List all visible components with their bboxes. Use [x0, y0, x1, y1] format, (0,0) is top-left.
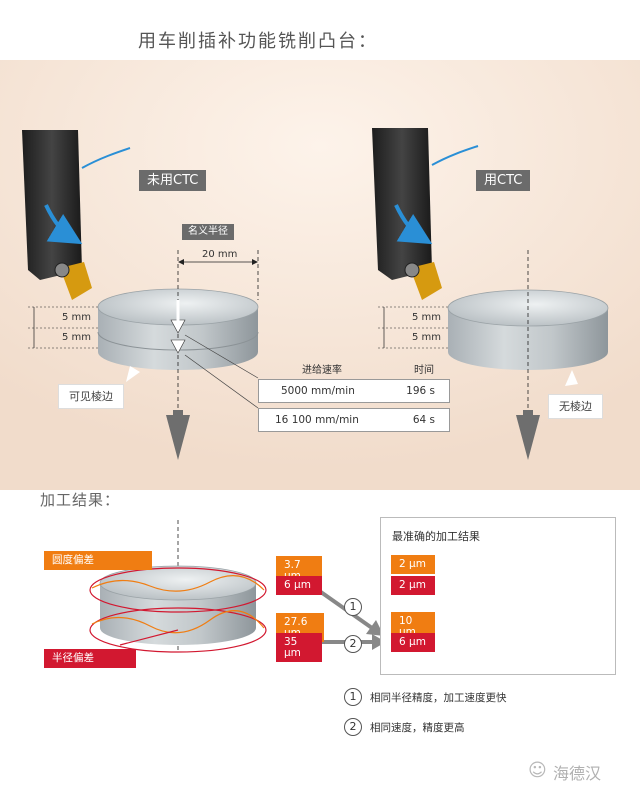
table-row: 5000 mm/min 196 s: [258, 379, 450, 403]
nominal-radius-label: 名义半径: [182, 224, 234, 240]
table-row: 16 100 mm/min 64 s: [258, 408, 450, 432]
right-depth-bottom: 5 mm: [412, 332, 442, 343]
legend-number-2: 2: [344, 718, 362, 736]
feed-rate: 16 100 mm/min: [275, 414, 359, 426]
right-depth-top: 5 mm: [412, 312, 442, 323]
legend-number-1: 1: [344, 688, 362, 706]
label-with-ctc: 用CTC: [476, 170, 531, 191]
right-radius-bottom: 6 μm: [391, 633, 435, 652]
left-radius-top: 6 μm: [276, 576, 322, 595]
roundness-label: 圆度偏差: [44, 551, 152, 570]
radius-value: 20 mm: [202, 249, 238, 260]
right-roundness-top: 2 μm: [391, 555, 435, 574]
left-depth-bottom: 5 mm: [62, 332, 92, 343]
left-radius-bottom: 35 μm: [276, 633, 322, 662]
label-without-ctc: 未用CTC: [139, 170, 207, 191]
legend-text-1: 相同半径精度，加工速度更快: [370, 692, 507, 704]
results-title: 加工结果：: [40, 491, 121, 509]
result-left-cylinder: [89, 565, 267, 653]
wechat-icon: ☺: [528, 760, 547, 781]
callout-visible-edge: 可见棱边: [58, 384, 124, 409]
best-result-title: 最准确的加工结果: [392, 530, 480, 543]
flow-marker-2: 2: [344, 635, 362, 653]
legend-text-2: 相同速度，精度更高: [370, 722, 465, 734]
time: 196 s: [406, 385, 435, 397]
callout-no-edge: 无棱边: [548, 394, 603, 419]
left-tool: [22, 130, 131, 300]
radius-label: 半径偏差: [44, 649, 136, 668]
left-depth-top: 5 mm: [62, 312, 92, 323]
right-radius-top: 2 μm: [391, 576, 435, 595]
time: 64 s: [412, 414, 435, 426]
watermark: 海德汉: [553, 764, 602, 783]
table-header-feed: 进给速率: [302, 365, 342, 376]
right-tool: [372, 128, 479, 300]
page-title: 用车削插补功能铣削凸台：: [138, 31, 378, 52]
flow-marker-1: 1: [344, 598, 362, 616]
table-header-time: 时间: [414, 365, 434, 376]
feed-rate: 5000 mm/min: [281, 385, 355, 397]
